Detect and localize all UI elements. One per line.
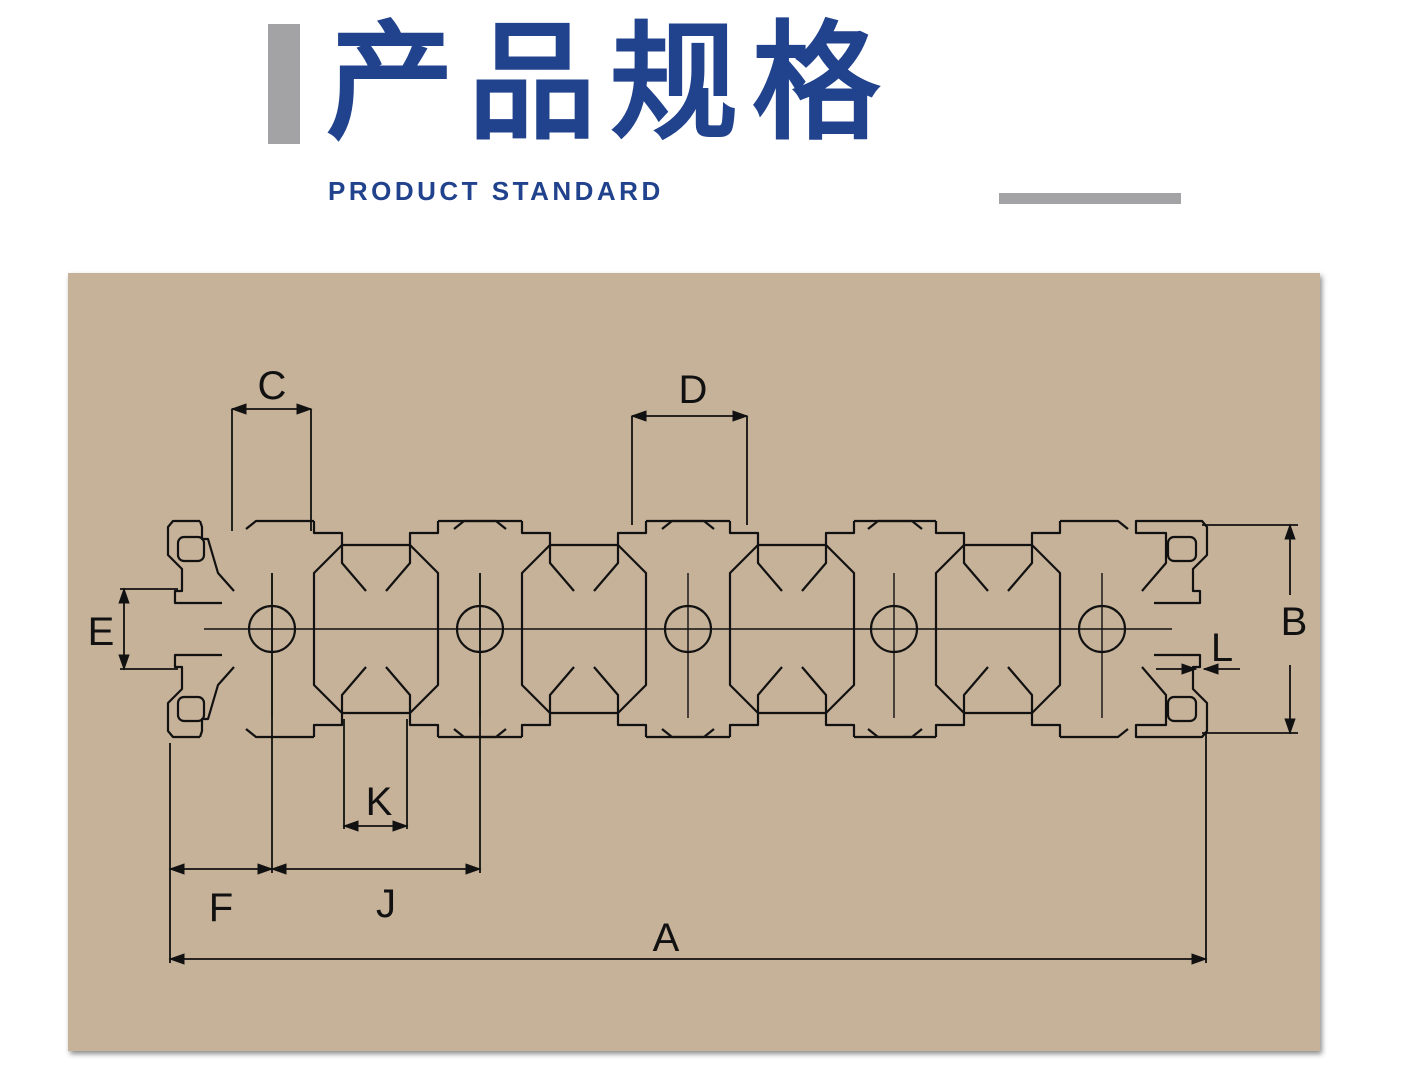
label-c: C: [258, 364, 287, 408]
bottom-slot-4: [867, 666, 1129, 739]
aluminum-profile-diagram: C D E B L K F J A: [88, 364, 1308, 965]
profile-drawing-panel: C D E B L K F J A: [68, 273, 1320, 1051]
profile-right-cap-bottom: [1154, 653, 1209, 739]
profile-left-corner-hole-top: [176, 535, 206, 563]
label-d: D: [679, 368, 708, 412]
label-b: B: [1281, 600, 1308, 644]
top-slot-1: [245, 519, 507, 592]
label-k: K: [366, 780, 393, 824]
profile-right-slot-bottom: [1134, 666, 1198, 739]
profile-left-slot-top: [198, 520, 235, 592]
dimension-lines: [118, 403, 1298, 965]
top-slot-4: [867, 519, 1129, 592]
profile-right-slot-top: [1134, 519, 1198, 592]
bottom-slot-3: [661, 666, 923, 739]
label-f: F: [209, 886, 233, 930]
centerlines: [204, 573, 1172, 718]
label-l: L: [1211, 626, 1233, 670]
profile-left-corner-hole-bottom: [176, 695, 206, 723]
profile-t-slots: [245, 519, 1129, 739]
profile-cross-section: [166, 519, 1209, 739]
page-title: 产品规格: [326, 9, 895, 158]
top-slot-2: [453, 519, 715, 592]
profile-left-cap-top: [166, 519, 222, 605]
web-cavity-4: [934, 543, 1062, 715]
title-accent-bar: [268, 24, 300, 144]
bottom-slot-2: [453, 666, 715, 739]
profile-left-slot-bottom: [198, 666, 235, 738]
label-e: E: [88, 610, 115, 654]
label-a: A: [653, 916, 680, 960]
top-slot-3: [661, 519, 923, 592]
bottom-slot-1: [245, 666, 507, 739]
profile-right-corner-hole-bottom: [1166, 695, 1198, 723]
profile-right-corner-hole-top: [1166, 535, 1198, 563]
decorative-divider: [999, 193, 1181, 204]
web-cavity-1: [312, 543, 440, 715]
profile-cavities: [312, 543, 1062, 715]
web-cavity-3: [728, 543, 856, 715]
web-cavity-2: [520, 543, 648, 715]
profile-left-cap-bottom: [166, 653, 222, 739]
label-j: J: [376, 882, 396, 926]
profile-right-cap-top: [1154, 519, 1209, 605]
page-subtitle: PRODUCT STANDARD: [328, 176, 664, 206]
